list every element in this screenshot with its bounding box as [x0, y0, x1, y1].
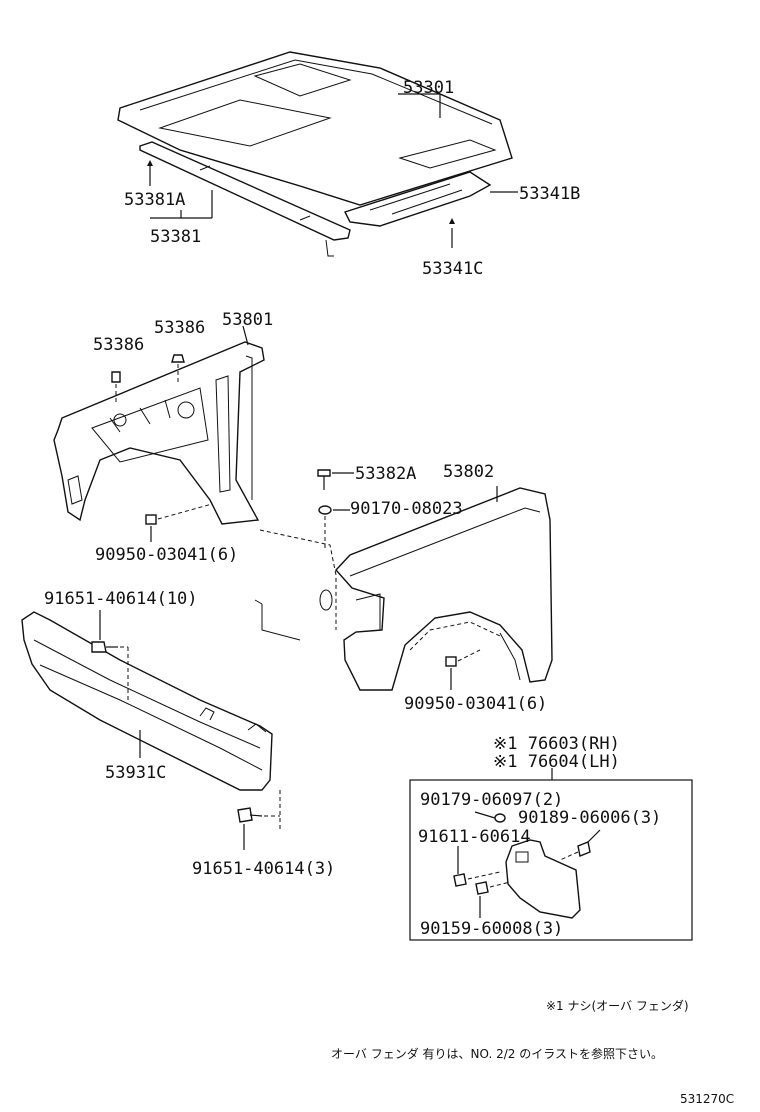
leaders-apron	[242, 325, 249, 346]
label-53386-right: 53386	[154, 318, 205, 338]
mudguard-flap	[505, 839, 581, 919]
label-53381A: 53381A	[124, 190, 185, 210]
clip-53386b	[171, 354, 185, 385]
label-91651-40614-upper: 91651-40614(10)	[44, 589, 198, 609]
label-76604: ※1 76604(LH)	[493, 752, 620, 772]
nut-90170	[318, 505, 350, 550]
bolt-91651b	[237, 790, 281, 850]
label-53801: 53801	[222, 310, 273, 330]
label-53301: 53301	[403, 78, 454, 98]
label-90179-06097: 90179-06097(2)	[420, 790, 563, 810]
footnote-2: オーバ フェンダ 有りは、NO. 2/2 のイラストを参照下さい。	[331, 1046, 663, 1061]
illustration-code: 531270C	[680, 1092, 734, 1106]
bolt-91651a	[91, 610, 129, 700]
label-90950-03041-upper: 90950-03041(6)	[95, 545, 238, 565]
footnote-1: ※1 ナシ(オーバ フェンダ)	[546, 998, 689, 1013]
fender-apron-53801	[53, 341, 265, 525]
label-90950-03041-lower: 90950-03041(6)	[404, 694, 547, 714]
label-53931C: 53931C	[105, 763, 166, 783]
hood-53301	[117, 51, 513, 206]
label-53341B: 53341B	[519, 184, 580, 204]
label-76603: ※1 76603(RH)	[493, 734, 620, 754]
hood-insulator-53341B	[344, 171, 492, 227]
label-53802: 53802	[443, 462, 494, 482]
lower-apron-53931C	[21, 611, 273, 791]
label-90159-60008: 90159-60008(3)	[420, 919, 563, 939]
mudguard-box	[409, 768, 693, 941]
label-53382A: 53382A	[355, 464, 416, 484]
nut-90950b	[445, 649, 481, 690]
hood-seal-53381	[139, 141, 351, 257]
label-90170-08023: 90170-08023	[350, 499, 463, 519]
front-fender-53802	[335, 487, 553, 691]
leaders-hood	[147, 93, 518, 248]
label-91651-40614-lower: 91651-40614(3)	[192, 859, 335, 879]
screw-90159	[475, 881, 511, 918]
clip-53386a	[111, 371, 121, 405]
clip-90179	[474, 811, 506, 823]
body-outline	[254, 529, 337, 641]
label-53386-left: 53386	[93, 335, 144, 355]
screw-91611	[453, 846, 501, 887]
label-91611-60614: 91611-60614	[418, 827, 531, 847]
label-53381: 53381	[150, 227, 201, 247]
clip-90189	[559, 829, 601, 861]
label-90189-06006: 90189-06006(3)	[518, 808, 661, 828]
label-53341C: 53341C	[422, 259, 483, 279]
bolt-53382A	[317, 469, 354, 490]
nut-90950a	[145, 503, 213, 542]
